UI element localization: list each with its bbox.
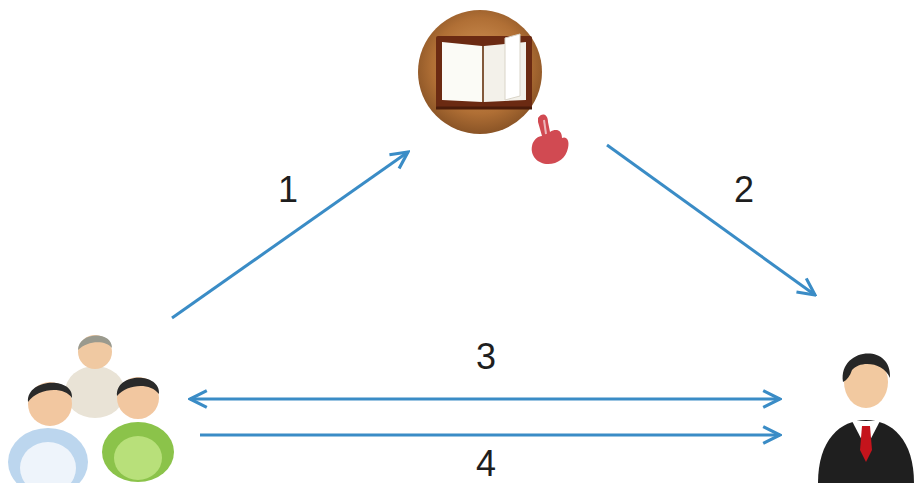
arrow-1	[172, 152, 408, 318]
callout-number: 3	[476, 339, 496, 375]
businessman-icon	[818, 354, 914, 483]
arrow-4	[200, 434, 780, 437]
callout-number: 4	[476, 446, 496, 482]
callout-number: 2	[734, 172, 754, 208]
people-icon	[8, 335, 174, 483]
arrows	[172, 145, 815, 435]
arrow-3	[190, 398, 780, 401]
book-icon	[418, 10, 569, 164]
arrow-2	[607, 145, 815, 295]
callout-number: 1	[278, 172, 298, 208]
